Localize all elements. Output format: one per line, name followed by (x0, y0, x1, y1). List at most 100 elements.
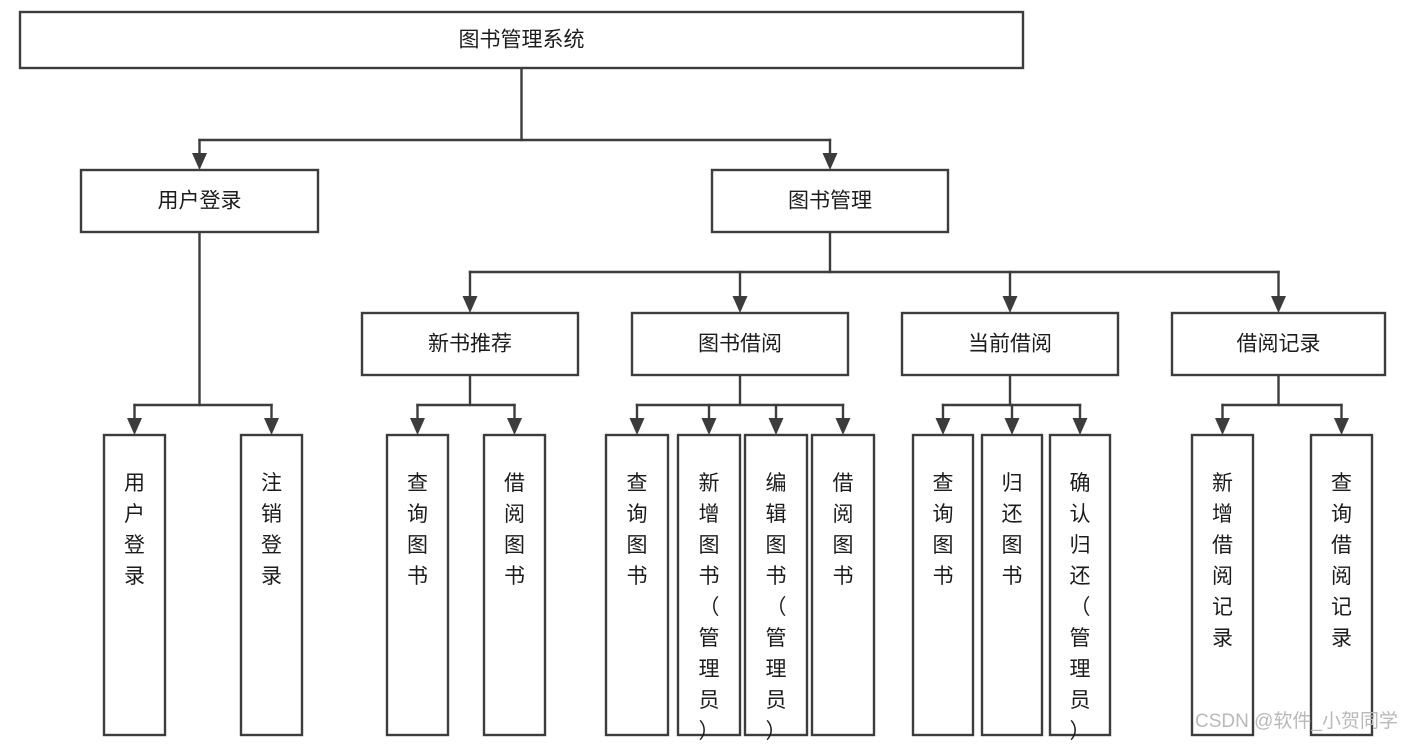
node-leaf-confirm-return-label-char: 确 (1070, 472, 1091, 495)
node-leaf-add-record-label-char: 记 (1212, 596, 1233, 619)
node-leaf-borrow-book-1-box[interactable] (482, 433, 547, 737)
node-new-book-recommend[interactable]: 新书推荐 (360, 311, 580, 377)
node-leaf-edit-book-label-char: 辑 (766, 503, 787, 526)
node-leaf-add-book-box[interactable] (676, 433, 742, 737)
node-leaf-add-record-box[interactable] (1190, 433, 1255, 737)
node-leaf-query-book-1-label-char: 图 (407, 534, 428, 557)
node-leaf-return-book-box[interactable] (980, 433, 1044, 737)
node-leaf-borrow-book-1-label-char: 阅 (504, 503, 525, 526)
node-book-management[interactable]: 图书管理 (710, 168, 950, 234)
node-leaf-confirm-return-label-char: ） (1070, 720, 1091, 743)
book-management-branch-1-arrowhead (732, 296, 748, 313)
node-book-borrow-box[interactable] (630, 311, 850, 377)
node-book-borrow[interactable]: 图书借阅 (630, 311, 850, 377)
node-leaf-logout-box[interactable] (239, 433, 304, 737)
node-leaf-add-book-label-char: 理 (699, 658, 720, 681)
node-leaf-edit-book-label-char: 书 (766, 565, 787, 588)
node-leaf-borrow-book-2-label-char: 书 (833, 565, 854, 588)
node-new-book-recommend-box[interactable] (360, 311, 580, 377)
node-user-login[interactable]: 用户登录 (79, 168, 320, 234)
node-root-box[interactable] (18, 10, 1025, 70)
node-leaf-add-record-label-char: 增 (1212, 503, 1233, 526)
node-root[interactable]: 图书管理系统 (18, 10, 1025, 70)
node-leaf-edit-book-label-char: 图 (766, 534, 787, 557)
node-book-management-label: 图书管理 (788, 190, 872, 213)
book-borrow-branch-0-arrowhead (629, 418, 645, 435)
node-leaf-query-record-label-char: 阅 (1331, 565, 1352, 588)
book-borrow-branch-3-arrowhead (835, 418, 851, 435)
node-current-borrow-label: 当前借阅 (968, 333, 1052, 356)
node-leaf-logout-label-char: 录 (261, 565, 282, 588)
book-management-branch-2-arrowhead (1002, 296, 1018, 313)
node-leaf-query-book-2-box[interactable] (604, 433, 670, 737)
node-leaf-confirm-return-label-char: 归 (1070, 534, 1091, 557)
node-leaf-edit-book-label-char: 编 (766, 472, 787, 495)
node-borrow-record-box[interactable] (1170, 311, 1387, 377)
node-book-management-box[interactable] (710, 168, 950, 234)
node-leaf-borrow-book-2-label-char: 借 (833, 472, 854, 495)
node-leaf-return-book-label-char: 还 (1002, 503, 1023, 526)
node-leaf-query-book-2-label-char: 询 (627, 503, 648, 526)
book-borrow-branch-2-arrowhead (768, 418, 784, 435)
watermark-layer: CSDN @软件_小贺同学 (1195, 710, 1398, 732)
node-leaf-edit-book-label-char: ） (766, 720, 787, 743)
node-leaf-query-record-label-char: 记 (1331, 596, 1352, 619)
node-leaf-edit-book-label-char: （ (766, 596, 787, 619)
node-leaf-confirm-return-box[interactable] (1048, 433, 1112, 737)
node-leaf-add-book-label-char: （ (699, 596, 720, 619)
node-leaf-query-book-1-label-char: 查 (407, 472, 428, 495)
node-book-borrow-label: 图书借阅 (698, 333, 782, 356)
node-user-login-box[interactable] (79, 168, 320, 234)
node-leaf-query-book-3-box[interactable] (911, 433, 975, 737)
node-leaf-logout-label-char: 登 (261, 534, 282, 557)
new-book-recommend-branch-1-arrowhead (507, 418, 522, 435)
node-leaf-query-book-1-label-char: 书 (407, 565, 428, 588)
current-borrow-branch-2-arrowhead (1072, 418, 1088, 435)
node-current-borrow-box[interactable] (900, 311, 1120, 377)
current-borrow-branch-1-arrowhead (1004, 418, 1020, 435)
book-borrow-branch-1-arrowhead (701, 418, 717, 435)
node-current-borrow[interactable]: 当前借阅 (900, 311, 1120, 377)
node-leaf-borrow-book-1-label-char: 书 (504, 565, 525, 588)
node-leaf-edit-book-box[interactable] (743, 433, 809, 737)
node-leaf-user-login[interactable]: 用户登录 (102, 433, 167, 737)
node-leaf-query-book-1-box[interactable] (385, 433, 450, 737)
root-branch-0-arrowhead (192, 153, 207, 170)
user-login-branch-0-arrowhead (127, 418, 142, 435)
node-leaf-confirm-return-label-char: 还 (1070, 565, 1091, 588)
node-leaf-logout-label-char: 注 (261, 472, 282, 495)
node-leaf-query-book-3-label-char: 图 (933, 534, 954, 557)
node-leaf-confirm-return-label-char: 认 (1070, 503, 1091, 526)
node-leaf-confirm-return-label-char: 员 (1070, 689, 1091, 712)
node-leaf-query-book-2-label-char: 图 (627, 534, 648, 557)
node-leaf-user-login-box[interactable] (102, 433, 167, 737)
node-leaf-add-record-label-char: 阅 (1212, 565, 1233, 588)
current-borrow-branch-0-arrowhead (935, 418, 951, 435)
node-leaf-logout-label-char: 销 (261, 503, 282, 526)
node-leaf-add-book-label-char: 新 (699, 472, 720, 495)
user-login-branch-1-arrowhead (264, 418, 279, 435)
node-leaf-borrow-book-2-label-char: 图 (833, 534, 854, 557)
new-book-recommend-branch-0-arrowhead (410, 418, 425, 435)
node-leaf-borrow-book-2-box[interactable] (810, 433, 876, 737)
node-leaf-query-record-box[interactable] (1309, 433, 1374, 737)
node-leaf-add-book-label-char: 员 (699, 689, 720, 712)
node-leaf-return-book-label-char: 归 (1002, 472, 1023, 495)
node-borrow-record[interactable]: 借阅记录 (1170, 311, 1387, 377)
book-management-branch-0-arrowhead (462, 296, 478, 313)
node-layer: 图书管理系统用户登录图书管理新书推荐图书借阅当前借阅借阅记录用户登录注销登录查询… (18, 10, 1387, 743)
node-leaf-edit-book-label-char: 管 (766, 627, 787, 650)
